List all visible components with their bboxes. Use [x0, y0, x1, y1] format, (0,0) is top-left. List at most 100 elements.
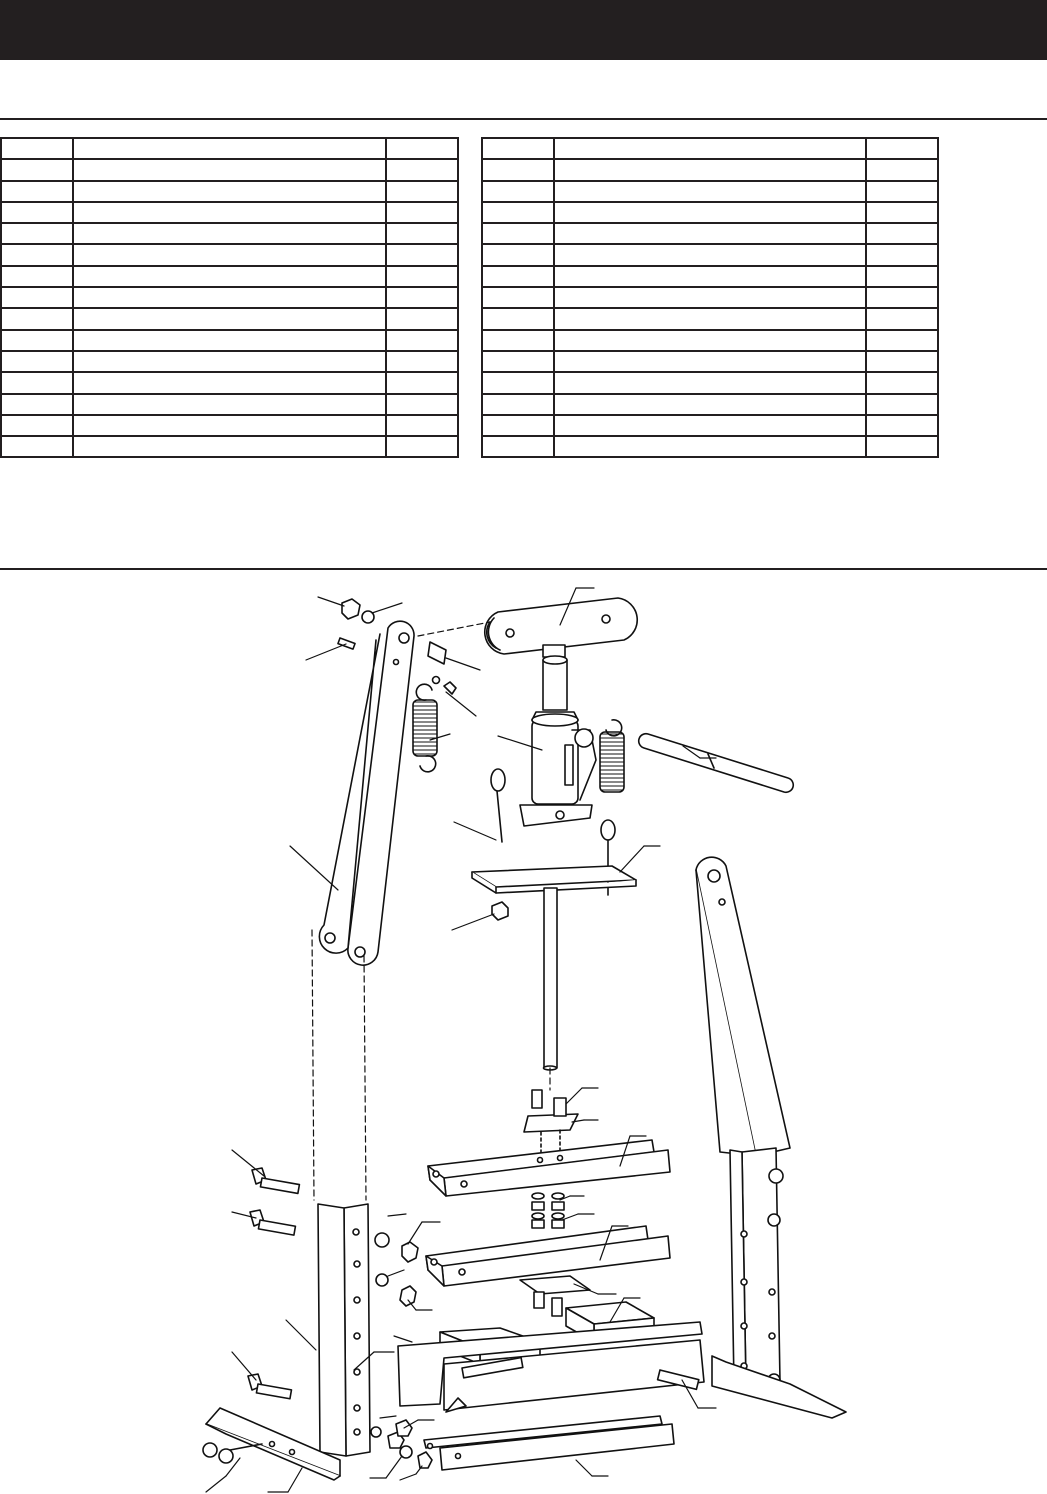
parts-row — [481, 222, 939, 246]
parts-row — [0, 392, 459, 416]
parts-row — [481, 435, 939, 459]
bed-frame — [397, 1321, 705, 1413]
description-cell — [553, 435, 867, 459]
parts-row — [0, 222, 459, 246]
quantity-cell — [385, 264, 459, 289]
parts-row — [0, 286, 459, 310]
quantity-cell — [865, 435, 939, 459]
quantity-cell — [385, 349, 459, 374]
parts-list-top-rule — [0, 118, 1047, 120]
part-number-cell — [0, 413, 74, 438]
foot-bolts — [202, 1442, 263, 1464]
description-cell — [72, 222, 387, 246]
quantity-cell — [865, 392, 939, 416]
part-number-cell — [481, 371, 555, 395]
description-cell — [72, 286, 387, 310]
parts-list-table-left — [0, 136, 459, 459]
part-number-cell — [481, 200, 555, 225]
eye-bolt-left — [490, 768, 506, 843]
quantity-cell — [865, 136, 939, 161]
part-number-cell — [0, 158, 74, 182]
quantity-cell — [865, 328, 939, 352]
quantity-cell — [385, 158, 459, 182]
quantity-cell — [385, 328, 459, 352]
jack-base-plate — [471, 865, 637, 894]
quantity-cell — [865, 158, 939, 182]
description-cell — [553, 371, 867, 395]
quantity-cell — [385, 136, 459, 161]
quantity-cell — [385, 179, 459, 203]
parts-row — [0, 136, 459, 161]
description-cell — [553, 264, 867, 289]
description-cell — [72, 264, 387, 289]
right-post — [729, 1147, 784, 1387]
part-number-cell — [481, 349, 555, 374]
parts-row — [0, 435, 459, 459]
description-cell — [72, 200, 387, 225]
left-foot — [205, 1407, 341, 1481]
quantity-cell — [385, 222, 459, 246]
part-number-cell — [481, 392, 555, 416]
right-upper-arm — [695, 856, 791, 1157]
part-number-cell — [0, 179, 74, 203]
parts-row — [481, 413, 939, 438]
quantity-cell — [385, 286, 459, 310]
bolt-left-middle — [249, 1209, 297, 1236]
part-number-cell — [0, 222, 74, 246]
pump-handle — [637, 732, 795, 794]
description-cell — [553, 286, 867, 310]
parts-row — [0, 158, 459, 182]
parts-row — [481, 371, 939, 395]
parts-row — [0, 371, 459, 395]
parts-row — [0, 328, 459, 352]
parts-row — [0, 264, 459, 289]
part-number-cell — [0, 371, 74, 395]
upper-clamp-plate — [523, 1089, 579, 1161]
parts-row — [0, 349, 459, 374]
part-number-cell — [0, 349, 74, 374]
eye-bolt-right — [600, 819, 616, 896]
description-cell — [553, 307, 867, 331]
part-number-cell — [0, 136, 74, 161]
left-spring — [412, 683, 438, 773]
part-number-cell — [481, 307, 555, 331]
part-number-cell — [481, 158, 555, 182]
parts-list-table-right — [481, 136, 939, 459]
quantity-cell — [385, 371, 459, 395]
quantity-cell — [865, 222, 939, 246]
parts-row — [481, 307, 939, 331]
description-cell — [72, 243, 387, 267]
description-cell — [72, 371, 387, 395]
part-number-cell — [481, 328, 555, 352]
quantity-cell — [385, 243, 459, 267]
parts-row — [481, 200, 939, 225]
description-cell — [72, 307, 387, 331]
description-cell — [72, 328, 387, 352]
part-number-cell — [0, 392, 74, 416]
part-number-cell — [481, 264, 555, 289]
small-nut — [491, 901, 509, 921]
parts-row — [481, 392, 939, 416]
center-nuts — [531, 1192, 565, 1229]
part-number-cell — [481, 435, 555, 459]
part-number-cell — [0, 264, 74, 289]
parts-row — [481, 179, 939, 203]
description-cell — [553, 328, 867, 352]
quantity-cell — [385, 392, 459, 416]
quantity-cell — [385, 307, 459, 331]
left-upper-arm — [318, 620, 415, 966]
part-number-cell — [481, 222, 555, 246]
description-cell — [72, 349, 387, 374]
bolt-left-upper — [251, 1167, 301, 1195]
description-cell — [553, 392, 867, 416]
lower-support-channel — [423, 1415, 675, 1471]
part-number-cell — [0, 200, 74, 225]
parts-row — [481, 158, 939, 182]
description-cell — [72, 392, 387, 416]
description-cell — [72, 136, 387, 161]
header-bar — [0, 0, 1047, 60]
quantity-cell — [865, 413, 939, 438]
parts-row — [0, 179, 459, 203]
part-number-cell — [0, 243, 74, 267]
bottle-jack — [519, 655, 597, 827]
